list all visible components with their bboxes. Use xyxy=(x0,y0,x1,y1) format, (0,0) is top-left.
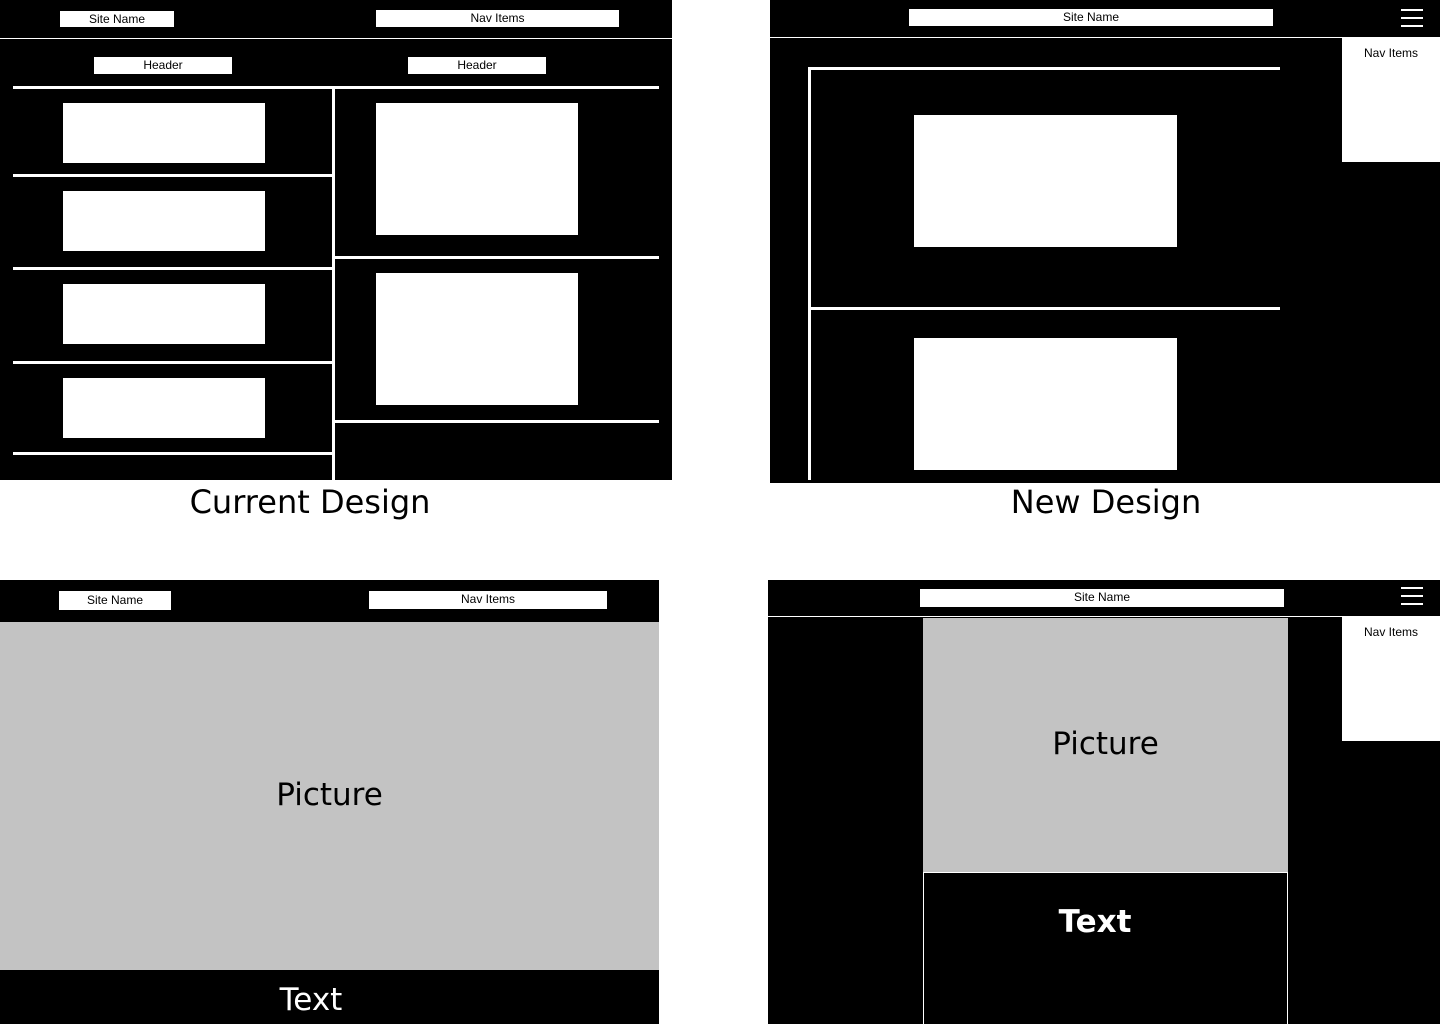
columns-top-rule xyxy=(13,86,659,89)
column-divider xyxy=(332,86,335,480)
header-divider xyxy=(768,616,1440,617)
content-top-rule xyxy=(808,67,1280,70)
new-design-mockup: Site Name Nav Items xyxy=(770,0,1440,483)
picture-label: Picture xyxy=(1052,726,1159,762)
site-name-box: Site Name xyxy=(59,591,171,610)
row-divider xyxy=(335,420,659,423)
row-divider xyxy=(13,267,333,270)
site-name-box: Site Name xyxy=(909,9,1273,26)
nav-items-box: Nav Items xyxy=(369,591,607,609)
content-box xyxy=(63,284,265,344)
content-box-large xyxy=(914,338,1177,470)
current-design-caption: Current Design xyxy=(189,483,431,521)
content-box-large xyxy=(376,273,578,405)
picture-placeholder: Picture xyxy=(923,618,1288,872)
nav-items-label: Nav Items xyxy=(1363,625,1418,639)
column-header-left: Header xyxy=(94,57,232,74)
site-name-box: Site Name xyxy=(60,11,174,27)
content-box xyxy=(63,378,265,438)
text-panel: Text xyxy=(923,872,1288,1024)
content-box xyxy=(63,103,265,163)
row-divider xyxy=(13,452,333,455)
header-divider xyxy=(770,37,1440,38)
content-box-large xyxy=(376,103,578,235)
hamburger-menu-icon[interactable] xyxy=(1401,587,1423,605)
picture-label: Picture xyxy=(276,777,383,813)
hamburger-menu-icon[interactable] xyxy=(1401,9,1423,27)
row-divider xyxy=(13,174,333,177)
column-header-right: Header xyxy=(408,57,546,74)
nav-items-box: Nav Items xyxy=(376,10,619,27)
new-detail-mockup: Site Name Nav Items Picture Text xyxy=(768,580,1440,1024)
site-name-box: Site Name xyxy=(920,589,1284,607)
picture-placeholder: Picture xyxy=(0,622,659,970)
new-design-caption: New Design xyxy=(1010,483,1202,521)
content-box-large xyxy=(914,115,1177,247)
text-label: Text xyxy=(279,982,343,1018)
row-divider xyxy=(13,361,333,364)
content-box xyxy=(63,191,265,251)
current-detail-mockup: Site Name Nav Items Picture Text xyxy=(0,580,659,1024)
nav-drawer: Nav Items xyxy=(1342,38,1440,162)
row-divider xyxy=(335,256,659,259)
text-label: Text xyxy=(1058,904,1132,940)
nav-drawer: Nav Items xyxy=(1342,617,1440,741)
header-divider xyxy=(0,38,672,39)
content-left-rule xyxy=(808,69,811,480)
current-design-mockup: Site Name Nav Items Header Header xyxy=(0,0,672,480)
nav-items-label: Nav Items xyxy=(1363,46,1418,60)
row-divider xyxy=(808,307,1280,310)
